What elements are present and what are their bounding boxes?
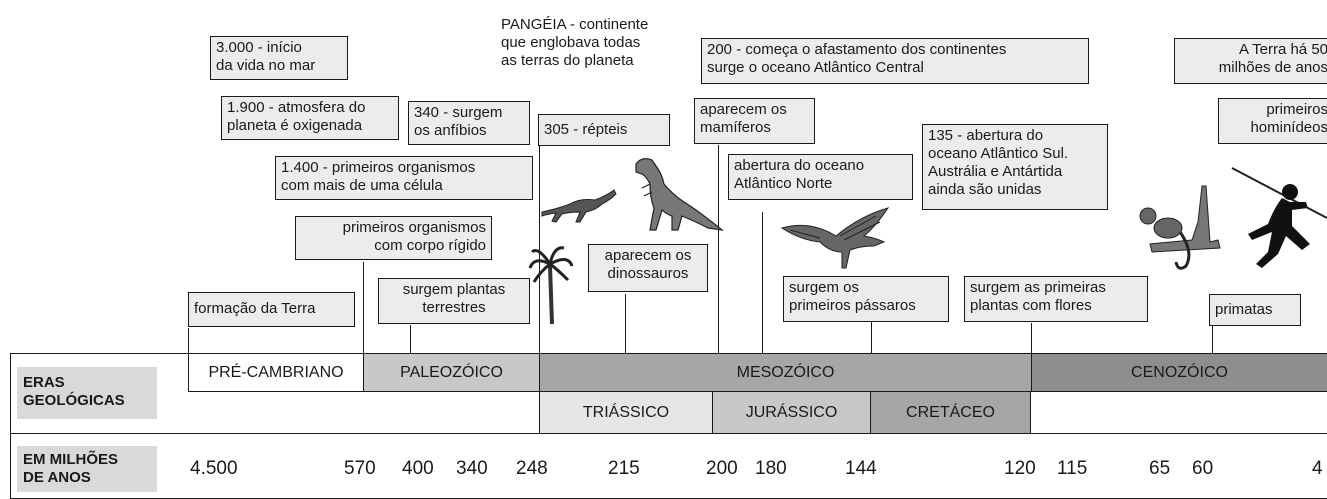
bird-illustration: [780, 207, 890, 269]
year-value: 120: [1004, 458, 1036, 479]
year-value: 248: [516, 458, 548, 479]
connector-line: [1031, 323, 1032, 354]
event-box: abertura do oceano Atlântico Norte: [728, 154, 913, 200]
connector-line: [762, 212, 763, 354]
connector-line: [410, 325, 411, 354]
connector-line: [363, 262, 364, 354]
monkey-illustration: [1139, 185, 1221, 270]
lizard-reptile-illustration: [541, 189, 617, 223]
event-box: surgem os primeiros pássaros: [783, 276, 949, 322]
event-box: primeiros hominídeos: [1218, 98, 1327, 144]
era-paleozoic: PALEOZÓICO: [363, 354, 539, 392]
event-box: 3.000 - início da vida no mar: [210, 36, 348, 80]
year-value: 340: [456, 458, 488, 479]
event-box: 1.900 - atmosfera do planeta é oxigenada: [221, 96, 399, 140]
table-top-border: [10, 353, 1327, 354]
connector-line: [1212, 323, 1213, 354]
year-value: 200: [706, 458, 738, 479]
event-box: surgem plantas terrestres: [378, 278, 530, 324]
period-cretaceous: CRETÁCEO: [871, 392, 1031, 433]
event-box: aparecem os mamíferos: [694, 98, 815, 144]
year-value: 180: [755, 458, 787, 479]
period-triassic: TRIÁSSICO: [539, 392, 713, 433]
year-value: 60: [1192, 458, 1214, 479]
connector-line: [625, 294, 626, 354]
era-cenozoic: CENOZÓICO: [1031, 354, 1327, 392]
event-box: 305 - répteis: [538, 114, 670, 146]
event-box: formação da Terra: [188, 292, 355, 327]
table-mid-border: [10, 433, 1327, 434]
hominid-illustration: [1231, 167, 1327, 268]
year-value: 65: [1149, 458, 1171, 479]
event-box: 1.400 - primeiros organismos com mais de…: [275, 156, 533, 200]
event-box: 135 - abertura do oceano Atlântico Sul. …: [922, 124, 1108, 210]
event-box: PANGÉIA - continente que englobava todas…: [496, 14, 682, 78]
table-left-border: [10, 353, 11, 499]
connector-line: [539, 115, 540, 354]
connector-line: [718, 145, 719, 354]
event-box: A Terra há 50 milhões de anos: [1174, 38, 1327, 84]
year-value: 400: [402, 458, 434, 479]
row-label-eras: ERAS GEOLÓGICAS: [17, 367, 157, 419]
year-value: 144: [845, 458, 877, 479]
dinosaur-illustration: [635, 158, 725, 231]
row-label-years: EM MILHÕES DE ANOS: [17, 446, 157, 492]
year-value: 4: [1312, 458, 1323, 479]
era-mesozoic: MESOZÓICO: [539, 354, 1031, 392]
year-value: 215: [608, 458, 640, 479]
event-box: surgem as primeiras plantas com flores: [964, 276, 1148, 322]
palm-tree-illustration: [528, 246, 574, 324]
connector-line: [188, 328, 189, 354]
event-box: aparecem os dinossauros: [588, 244, 708, 292]
event-box: primeiros organismos com corpo rígido: [295, 216, 492, 260]
era-pre-cambrian: PRÉ-CAMBRIANO: [188, 354, 363, 392]
period-jurassic: JURÁSSICO: [713, 392, 871, 433]
event-box: primatas: [1209, 294, 1301, 326]
connector-line: [871, 322, 872, 354]
year-value: 570: [344, 458, 376, 479]
event-box: 340 - surgem os anfíbios: [408, 101, 530, 145]
year-value: 115: [1057, 458, 1088, 479]
event-box: 200 - começa o afastamento dos continent…: [701, 38, 1089, 84]
year-value: 4.500: [190, 458, 238, 479]
